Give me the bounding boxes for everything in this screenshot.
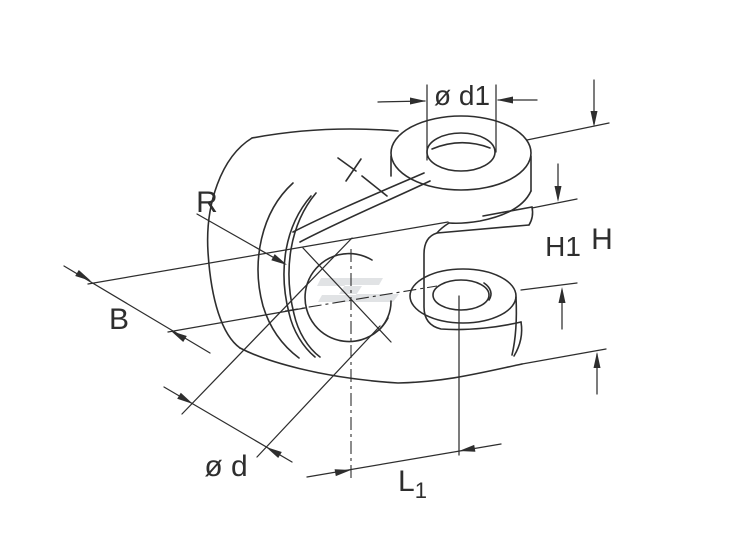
h1-arrow-top bbox=[554, 186, 562, 202]
centerlines bbox=[284, 249, 438, 478]
top-boss-hole-depth-arc bbox=[431, 141, 491, 150]
body-outer-arc bbox=[206, 137, 253, 349]
label-r: R bbox=[196, 186, 218, 219]
d-arrow-lower bbox=[266, 447, 282, 458]
lower-prong-front-edge bbox=[513, 321, 523, 357]
label-d: ø d bbox=[204, 450, 247, 483]
blend-mark-2 bbox=[361, 175, 388, 197]
r-leader-line bbox=[196, 213, 286, 265]
b-dim-line bbox=[63, 265, 211, 354]
gap-front-outline bbox=[423, 222, 522, 331]
dimension-l1: L1 bbox=[306, 295, 502, 503]
label-l1: L1 bbox=[398, 465, 427, 503]
blend-mark-1 bbox=[337, 157, 357, 172]
dimension-h: H bbox=[521, 79, 613, 395]
r-arrow bbox=[271, 254, 287, 265]
watermark-logo bbox=[317, 278, 399, 302]
dimension-h1: H1 bbox=[520, 163, 581, 330]
b-arrow-bottom bbox=[171, 331, 187, 342]
gap-top-front-edge bbox=[436, 224, 530, 234]
gap-top-back-edge bbox=[482, 206, 533, 217]
h1-arrow-bottom bbox=[558, 287, 566, 303]
h1-ext-bottom bbox=[520, 282, 578, 291]
b-arrow-top bbox=[75, 270, 91, 281]
label-h: H bbox=[591, 223, 613, 256]
d-ext-upper-tangent bbox=[181, 237, 353, 415]
top-boss-hole-ellipse bbox=[426, 132, 496, 172]
lower-boss-hole-ellipse bbox=[432, 279, 490, 311]
label-d1: ø d1 bbox=[434, 80, 490, 111]
d-arrow-upper bbox=[177, 392, 193, 404]
blend-mark-3 bbox=[345, 158, 362, 182]
dimension-b: B bbox=[63, 221, 449, 354]
lower-boss-right-side bbox=[511, 296, 518, 356]
label-l1-base: L bbox=[398, 465, 415, 498]
h1-ext-top bbox=[531, 198, 578, 209]
body-top-edge bbox=[251, 128, 399, 139]
h-ext-top bbox=[526, 122, 610, 141]
top-boss-outer-ellipse bbox=[390, 115, 532, 191]
d1-arrow-right bbox=[497, 96, 513, 104]
front-hole-arc bbox=[304, 252, 389, 343]
h-ext-bottom bbox=[521, 348, 607, 365]
dimension-d: ø d bbox=[163, 237, 381, 483]
body-bottom-edge bbox=[239, 347, 523, 384]
h-arrow-bottom bbox=[593, 352, 601, 368]
gap-right-corner bbox=[528, 206, 534, 226]
fillet-arc-2 bbox=[288, 192, 321, 358]
l1-arrow-right bbox=[459, 444, 476, 452]
front-face-inner-arc bbox=[257, 182, 300, 359]
blend-line-pair-a bbox=[292, 172, 425, 233]
label-l1-subscript: 1 bbox=[415, 478, 427, 503]
d1-arrow-left bbox=[410, 97, 426, 105]
top-boss-bottom-arc bbox=[448, 190, 532, 225]
label-b: B bbox=[109, 303, 129, 336]
label-h1: H1 bbox=[545, 231, 581, 262]
b-ext-top bbox=[87, 221, 449, 285]
dimension-d1: ø d1 bbox=[377, 80, 538, 161]
d-ext-lower-tangent bbox=[256, 325, 381, 458]
h-arrow-top bbox=[590, 111, 598, 127]
b-ext-bottom bbox=[167, 307, 306, 333]
l1-arrow-left bbox=[334, 469, 351, 477]
blend-line-pair-b bbox=[299, 180, 431, 243]
dimension-r: R bbox=[196, 186, 287, 265]
lower-boss-outer-ellipse bbox=[409, 268, 517, 324]
fillet-arc-1 bbox=[283, 195, 316, 358]
front-hole-diameter-line bbox=[302, 247, 392, 343]
lower-boss-hole-depth-arc bbox=[483, 282, 492, 301]
front-hole-depth-arc bbox=[378, 300, 392, 331]
watermark-z-shape bbox=[317, 278, 399, 302]
part-outline bbox=[206, 115, 534, 384]
hole-horizontal-centerline bbox=[284, 285, 438, 312]
